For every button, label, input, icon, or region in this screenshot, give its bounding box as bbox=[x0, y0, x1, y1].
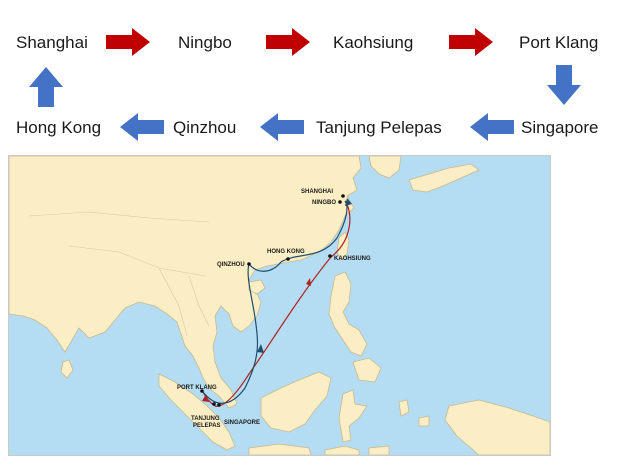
port-dot-tanjung-pelepas bbox=[212, 402, 216, 406]
map-label-tanjung-line1: TANJUNG bbox=[191, 416, 220, 422]
port-label-port-klang: Port Klang bbox=[519, 33, 599, 52]
map-label-qinzhou: QINZHOU bbox=[217, 262, 245, 268]
port-dot-ningbo bbox=[338, 200, 342, 204]
port-dot-port-klang bbox=[200, 389, 204, 393]
port-label-kaohsiung: Kaohsiung bbox=[333, 33, 414, 52]
port-label-tanjung-pelepas: Tanjung Pelepas bbox=[316, 118, 442, 137]
borneo-shape bbox=[260, 371, 332, 433]
sulawesi-shape bbox=[338, 389, 368, 443]
mindanao-shape bbox=[352, 357, 382, 383]
arrow-left-icon bbox=[470, 113, 514, 141]
port-label-ningbo: Ningbo bbox=[178, 33, 232, 52]
port-dot-qinzhou bbox=[247, 262, 251, 266]
sumatra-shape bbox=[158, 373, 236, 451]
map-label-singapore: SINGAPORE bbox=[224, 420, 260, 426]
map-label-kaohsiung: KAOHSIUNG bbox=[334, 256, 371, 262]
port-dot-shanghai bbox=[341, 194, 345, 198]
arrow-right-icon bbox=[266, 28, 310, 56]
map-label-tanjung-line2: PELEPAS bbox=[193, 423, 221, 429]
port-label-hong-kong: Hong Kong bbox=[16, 118, 102, 137]
sri-lanka-shape bbox=[60, 359, 74, 379]
arrow-right-icon bbox=[106, 28, 150, 56]
port-dot-singapore bbox=[217, 403, 221, 407]
route-arrow-blue-mid bbox=[257, 344, 264, 353]
port-label-shanghai: Shanghai bbox=[16, 33, 88, 52]
arrow-right-icon bbox=[449, 28, 493, 56]
map-label-ningbo: NINGBO bbox=[312, 200, 336, 206]
moluccas-shape bbox=[398, 399, 430, 427]
map-label-port-klang: PORT KLANG bbox=[177, 385, 217, 391]
japan-shape bbox=[408, 163, 480, 193]
map-label-shanghai: SHANGHAI bbox=[301, 189, 333, 195]
route-arrow-blue-end bbox=[345, 198, 352, 206]
route-map: SHANGHAI NINGBO HONG KONG QINZHOU KAOHSI… bbox=[8, 155, 551, 456]
route-arrow-red-end bbox=[202, 394, 209, 402]
philippines-shape bbox=[328, 271, 368, 357]
arrow-left-icon bbox=[120, 113, 164, 141]
port-label-qinzhou: Qinzhou bbox=[173, 118, 237, 137]
map-label-hong-kong: HONG KONG bbox=[267, 249, 305, 255]
mainland-asia-shape bbox=[9, 156, 362, 409]
port-label-singapore: Singapore bbox=[521, 118, 599, 137]
map-svg: SHANGHAI NINGBO HONG KONG QINZHOU KAOHSI… bbox=[9, 156, 550, 455]
arrow-up-icon bbox=[29, 67, 63, 107]
new-guinea-shape bbox=[444, 399, 550, 455]
route-arrow-red-mid bbox=[306, 278, 311, 286]
port-dot-kaohsiung bbox=[328, 254, 332, 258]
java-shape bbox=[248, 443, 312, 455]
korea-shape bbox=[368, 156, 402, 179]
port-dot-hong-kong bbox=[286, 257, 290, 261]
country-borders bbox=[28, 211, 210, 337]
arrow-down-icon bbox=[547, 65, 581, 105]
hainan-shape bbox=[248, 279, 266, 295]
route-line-forward bbox=[202, 200, 351, 407]
lesser-sunda-shape bbox=[324, 445, 390, 455]
arrow-left-icon bbox=[260, 113, 304, 141]
